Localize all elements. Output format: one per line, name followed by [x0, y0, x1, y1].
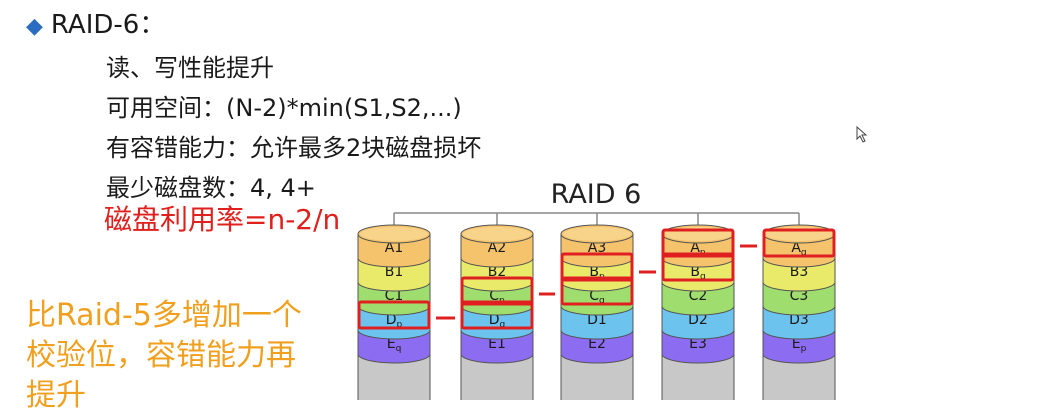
block-label: E1: [488, 336, 506, 352]
disk-array: EqDpC1B1A1E1DqCpB2A2E2D1CqBpA3E3D2C2BqAp…: [357, 224, 836, 400]
orange-note-line-2: 校验位，容错能力再: [26, 338, 296, 373]
block-label: D2: [688, 312, 708, 328]
block-label: Dq: [489, 312, 506, 330]
block-label: A3: [588, 240, 606, 256]
disk: Eq Dp C1 B1 A1: [357, 224, 431, 400]
parity-highlight-box: [661, 252, 735, 282]
parity-highlights: [357, 228, 836, 330]
block-label: Cq: [589, 288, 605, 306]
heading-text: RAID-6：: [50, 10, 166, 40]
block-label: Dp: [386, 312, 403, 330]
utilization-note: 磁盘利用率=n-2/n: [104, 203, 341, 236]
block-label: D1: [587, 312, 607, 328]
feature-performance: 读、写性能提升: [106, 54, 274, 82]
disk-top-highlight: [463, 227, 531, 241]
mouse-cursor-icon: [856, 126, 868, 143]
feature-capacity: 可用空间：(N-2)*min(S1,S2,...): [106, 94, 462, 122]
disk-top-highlight: [563, 227, 631, 241]
block-label: C1: [385, 288, 404, 304]
block-label: B1: [385, 264, 404, 280]
raid6-diagram: RAID 6 EqDpC1B1A1E1DqCpB2A2E2D1CqBpA3E3D…: [357, 179, 836, 400]
diagram-title: RAID 6: [551, 179, 642, 210]
diamond-bullet-icon: ◆: [26, 14, 43, 39]
feature-min-disks: 最少磁盘数：4, 4+: [106, 174, 316, 202]
disk: Ep D3 C3 B3 Aq: [762, 224, 836, 400]
block-label: A2: [488, 240, 506, 256]
parity-highlight-box: [460, 300, 534, 330]
parity-highlight-box: [560, 276, 634, 306]
disk-base: [560, 353, 634, 400]
parity-highlight-box: [661, 228, 735, 258]
block-label: B3: [790, 264, 809, 280]
parity-highlight-box: [560, 252, 634, 282]
disk-connector-lines: [393, 212, 800, 226]
block-label: C3: [790, 288, 809, 304]
orange-note-line-1: 比Raid-5多增加一个: [26, 298, 302, 333]
block-label: B2: [488, 264, 507, 280]
block-label: D3: [789, 312, 809, 328]
disk-top-highlight: [360, 227, 428, 241]
block-label: Bq: [690, 264, 705, 282]
parity-highlight-box: [357, 300, 431, 330]
block-label: E3: [689, 336, 707, 352]
block-label: C2: [689, 288, 708, 304]
block-label: Aq: [791, 240, 806, 258]
block-label: Ep: [792, 336, 807, 354]
block-label: Eq: [387, 336, 402, 354]
parity-highlight-box: [460, 276, 534, 306]
block-label: E2: [588, 336, 606, 352]
feature-fault-tolerance: 有容错能力：允许最多2块磁盘损坏: [106, 134, 482, 162]
block-label: A1: [385, 240, 403, 256]
slide-heading: ◆ RAID-6：: [26, 4, 165, 41]
parity-highlight-box: [762, 228, 836, 258]
